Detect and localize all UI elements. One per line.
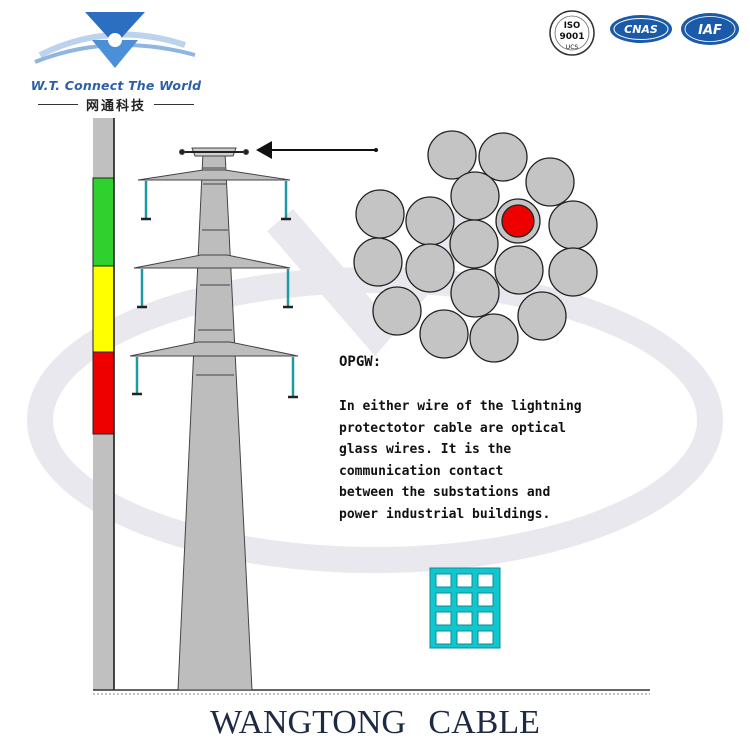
cable-strand <box>405 243 455 293</box>
cable-strand <box>372 286 422 336</box>
description-line: communication contact <box>339 463 504 479</box>
cable-strand <box>494 245 544 295</box>
cnas-badge: CNAS <box>610 15 672 43</box>
iso-9001-badge: ISO 9001 UCS <box>549 10 595 56</box>
description-line: In either wire of the lightning <box>339 399 582 414</box>
brand-divider-left <box>37 103 78 105</box>
cable-strand <box>450 171 500 221</box>
iso-number: 9001 <box>559 32 584 42</box>
insulators <box>132 181 298 399</box>
cable-strand <box>405 196 455 246</box>
cable-strand <box>419 309 469 359</box>
building-window <box>477 573 494 588</box>
description-line: glass wires. It is the <box>339 442 512 457</box>
cable-strand <box>353 237 403 287</box>
cable-strand <box>548 247 598 297</box>
transmission-tower <box>129 147 299 691</box>
cable-strand <box>427 130 477 180</box>
building-window <box>456 630 473 645</box>
wt-swoosh-logo-icon <box>34 12 196 68</box>
building-window <box>456 611 473 626</box>
building-window <box>477 611 494 626</box>
iaf-label: IAF <box>698 23 722 38</box>
pointer-arrow-icon <box>256 141 378 159</box>
cable-strand <box>478 132 528 182</box>
iaf-badge: IAF <box>681 13 739 45</box>
cable-strand <box>548 200 598 250</box>
opgw-description: In either wire of the lightning protecto… <box>339 396 614 525</box>
building-window <box>435 573 452 588</box>
brand-chinese-row: 网通科技 <box>16 96 216 114</box>
building-window <box>456 592 473 607</box>
description-line: between the substations and <box>339 485 551 500</box>
cable-strand <box>449 219 499 269</box>
building-window <box>456 573 473 588</box>
building-window <box>435 592 452 607</box>
description-line: power industrial buildings. <box>339 506 551 522</box>
building-window <box>435 611 452 626</box>
opgw-cross-section <box>353 130 598 363</box>
iso-issuer: UCS <box>566 44 579 51</box>
description-line: protectotor cable are optical <box>339 420 566 436</box>
building-window <box>435 630 452 645</box>
cnas-label: CNAS <box>624 23 658 36</box>
cable-strand <box>450 268 500 318</box>
brand-divider-right <box>154 103 194 105</box>
building-window <box>477 630 494 645</box>
cable-strand <box>355 189 405 239</box>
footer-brand-title: WANGTONG CABLE <box>210 704 540 741</box>
opgw-title: OPGW: <box>339 354 382 370</box>
optical-fiber-core <box>501 204 535 238</box>
brand-slogan: W.T. Connect The World <box>30 78 202 93</box>
brand-chinese-name: 网通科技 <box>85 98 146 114</box>
iso-name: ISO <box>564 21 581 31</box>
building-windows <box>435 573 494 645</box>
ground-line <box>93 689 650 695</box>
building-icon <box>429 567 501 649</box>
building-window <box>477 592 494 607</box>
cable-strand <box>469 313 519 363</box>
cable-strand <box>525 157 575 207</box>
cable-strand <box>517 291 567 341</box>
voltage-pole <box>92 118 115 690</box>
